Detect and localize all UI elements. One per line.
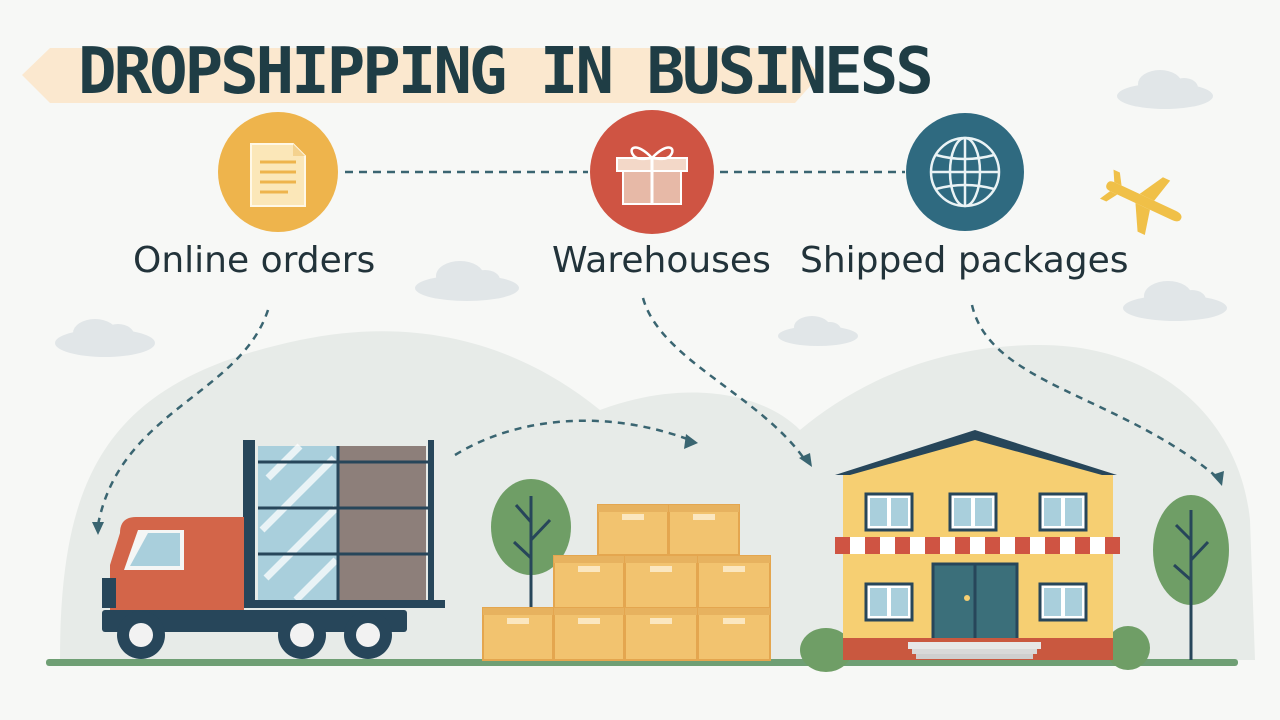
step-label-shipped-packages: Shipped packages xyxy=(800,240,1129,281)
step-label-warehouses: Warehouses xyxy=(552,240,771,281)
cloud xyxy=(1123,281,1227,321)
document-icon xyxy=(218,112,338,232)
cloud xyxy=(1117,70,1213,109)
cloud xyxy=(415,261,519,301)
arrowheads xyxy=(92,434,1224,535)
tree xyxy=(1153,495,1229,660)
gift-box-icon xyxy=(590,110,714,234)
tree xyxy=(491,479,571,612)
globe-icon xyxy=(906,113,1024,231)
page-title: DROPSHIPPING IN BUSINESS xyxy=(78,35,934,109)
store-awning xyxy=(835,537,1120,554)
cloud xyxy=(778,316,858,346)
clouds xyxy=(55,70,1227,357)
box-stack xyxy=(482,504,771,661)
airplane-icon xyxy=(1099,169,1182,235)
bushes xyxy=(800,626,1150,672)
ground-line xyxy=(46,659,1238,666)
step-label-online-orders: Online orders xyxy=(133,240,376,281)
title-banner xyxy=(22,48,820,103)
storefront xyxy=(835,430,1120,660)
delivery-truck xyxy=(102,440,445,659)
flow-arrows xyxy=(96,297,1219,526)
cloud xyxy=(55,319,155,357)
